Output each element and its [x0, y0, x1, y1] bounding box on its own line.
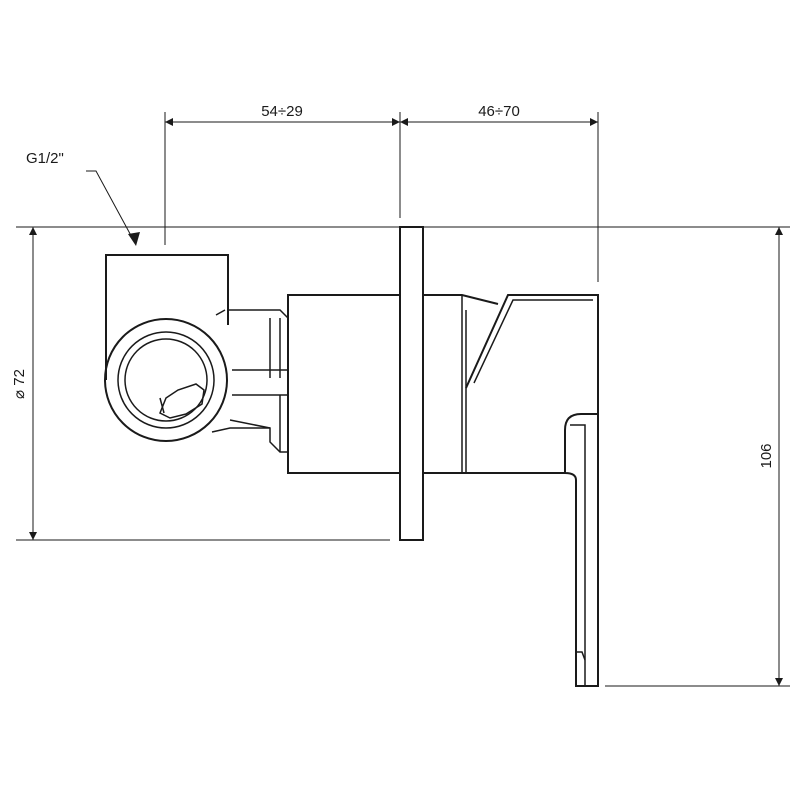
lever [564, 413, 599, 687]
connector-neck-top [228, 309, 289, 319]
inlet-ring-inner [124, 338, 208, 422]
lever-tip-detail [576, 651, 586, 661]
thread-leader-arrow [128, 232, 140, 246]
height-label: 106 [758, 443, 775, 468]
connector-lower-edge [211, 427, 270, 433]
connector-neck-chamfer [215, 309, 226, 316]
main-cylinder [287, 294, 401, 474]
dimension-label-54-29: 54÷29 [261, 103, 303, 120]
connector-lower [229, 419, 288, 453]
inlet-ring-outer [104, 318, 228, 442]
dimension-label-46-70: 46÷70 [478, 103, 520, 120]
diameter-label: ⌀ 72 [11, 369, 28, 399]
wall-plate [399, 226, 424, 541]
inlet-inner-cutout [159, 383, 205, 419]
inlet-inner-edge [159, 397, 165, 414]
cover-sleeve-top [423, 294, 499, 305]
thread-leader-line [86, 170, 136, 244]
handle-assembly [423, 294, 599, 687]
inlet-block [105, 254, 229, 380]
handle-body-chamfer [473, 299, 593, 384]
lever-inner-edge [570, 424, 586, 686]
dimension-lines [16, 112, 790, 687]
handle-body-top [465, 294, 599, 414]
valve-body [104, 254, 401, 474]
inlet-ring-middle [117, 331, 215, 429]
thread-label: G1/2" [26, 150, 64, 167]
